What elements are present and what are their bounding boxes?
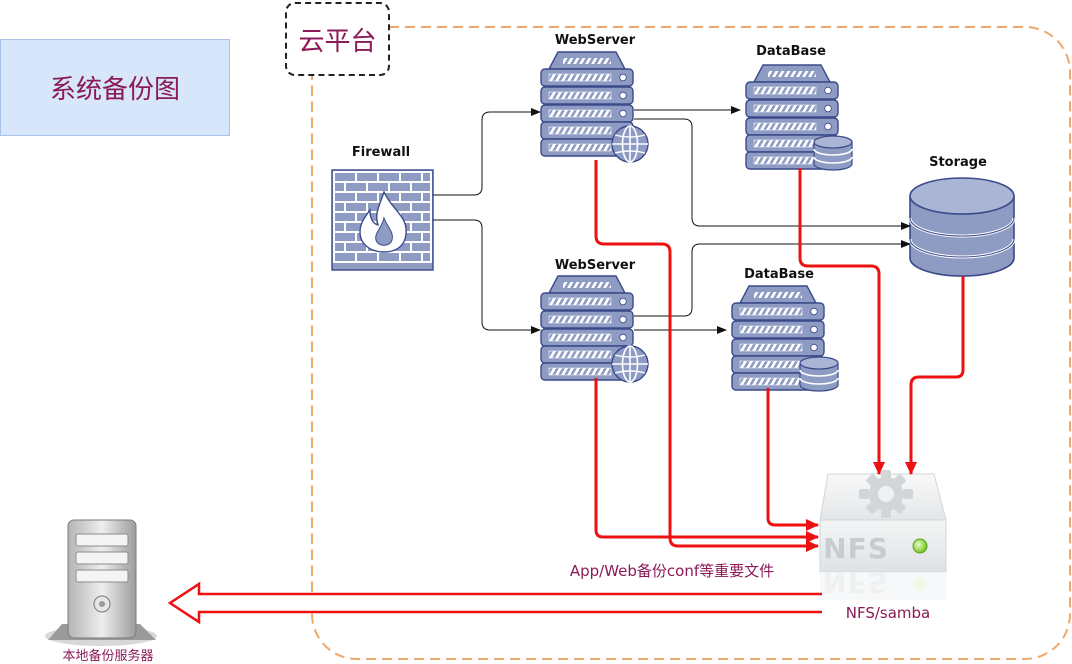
- webserver-bottom-icon: [540, 275, 649, 383]
- connector-firewall-webserver-bottom: [433, 219, 541, 334]
- flow-database-top-to-nfs: [798, 168, 885, 475]
- cloud-platform-label-text: 云平台: [298, 26, 377, 57]
- webserver-top-icon: [540, 51, 649, 163]
- gear-icon: [859, 470, 913, 518]
- database-top-label: DataBase: [756, 44, 826, 59]
- connector-webserver-top-storage: [634, 118, 911, 230]
- status-led-icon: [912, 538, 928, 554]
- backup-files-label: App/Web备份conf等重要文件: [569, 562, 775, 580]
- flow-webserver-bottom-to-nfs: [594, 378, 819, 543]
- firewall-icon: [331, 169, 434, 271]
- flow-database-bottom-to-nfs: [766, 388, 819, 531]
- cloud-platform-label: 云平台: [285, 2, 390, 76]
- backup-flows: [594, 160, 965, 552]
- connector-firewall-webserver-top: [433, 108, 541, 196]
- firewall-label: Firewall: [351, 145, 411, 160]
- diagram-title-text: 系统备份图: [49, 75, 180, 105]
- nfs-appliance-icon: [819, 470, 947, 600]
- cloud-boundary: [311, 26, 1071, 660]
- offsite-backup-arrow: [167, 581, 822, 625]
- webserver-bottom-label: WebServer: [554, 258, 636, 273]
- flow-webserver-top-to-nfs: [594, 160, 819, 552]
- local-backup-server-label: 本地备份服务器: [62, 649, 154, 664]
- database-top-icon: [745, 64, 853, 171]
- database-bottom-label: DataBase: [744, 267, 814, 282]
- flow-storage-to-nfs: [905, 276, 965, 475]
- nfs-badge-text: NFS: [823, 532, 889, 565]
- local-backup-server-icon: [45, 519, 157, 646]
- connector-webserver-bottom-storage: [634, 240, 911, 317]
- webserver-top-label: WebServer: [554, 33, 636, 48]
- nfs-badge-reflection: NFS: [823, 566, 889, 599]
- diagram-title: 系统备份图: [0, 39, 230, 136]
- nfs-samba-label: NFS/samba: [845, 604, 931, 622]
- network-connectors: [433, 106, 911, 334]
- storage-icon: [908, 177, 1016, 277]
- storage-label: Storage: [929, 155, 987, 170]
- database-bottom-icon: [731, 285, 839, 392]
